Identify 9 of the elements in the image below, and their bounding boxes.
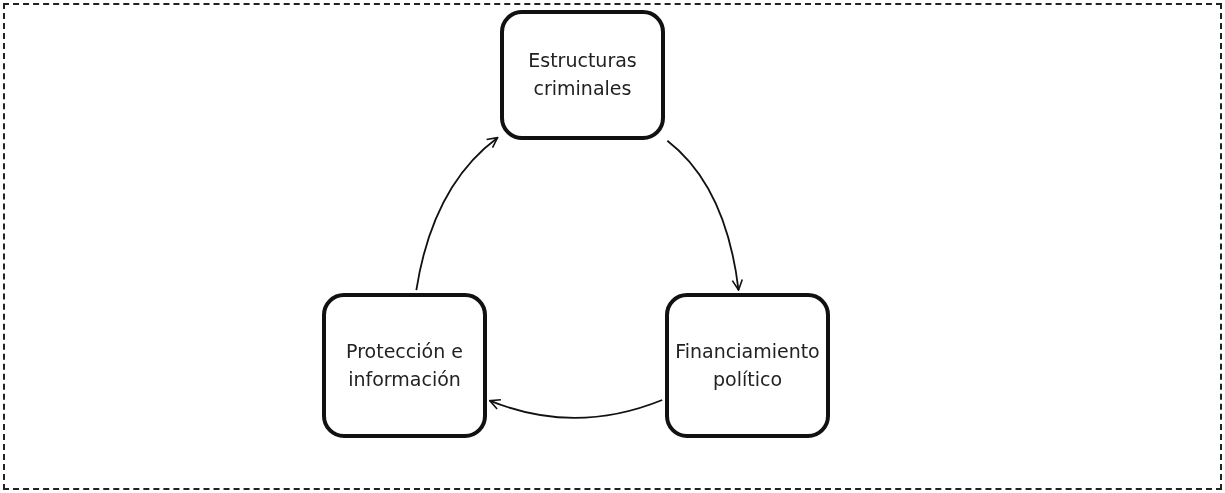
box-label: Financiamiento político xyxy=(674,338,821,392)
rounded-box xyxy=(665,293,830,438)
curved-arrow xyxy=(415,136,499,291)
box-label: Protección e información xyxy=(345,338,464,392)
curved-arrow xyxy=(488,398,664,419)
curved-arrow xyxy=(666,139,743,291)
rounded-box xyxy=(322,293,487,438)
rounded-box xyxy=(500,10,665,140)
box-label: Estructuras criminales xyxy=(527,48,638,101)
